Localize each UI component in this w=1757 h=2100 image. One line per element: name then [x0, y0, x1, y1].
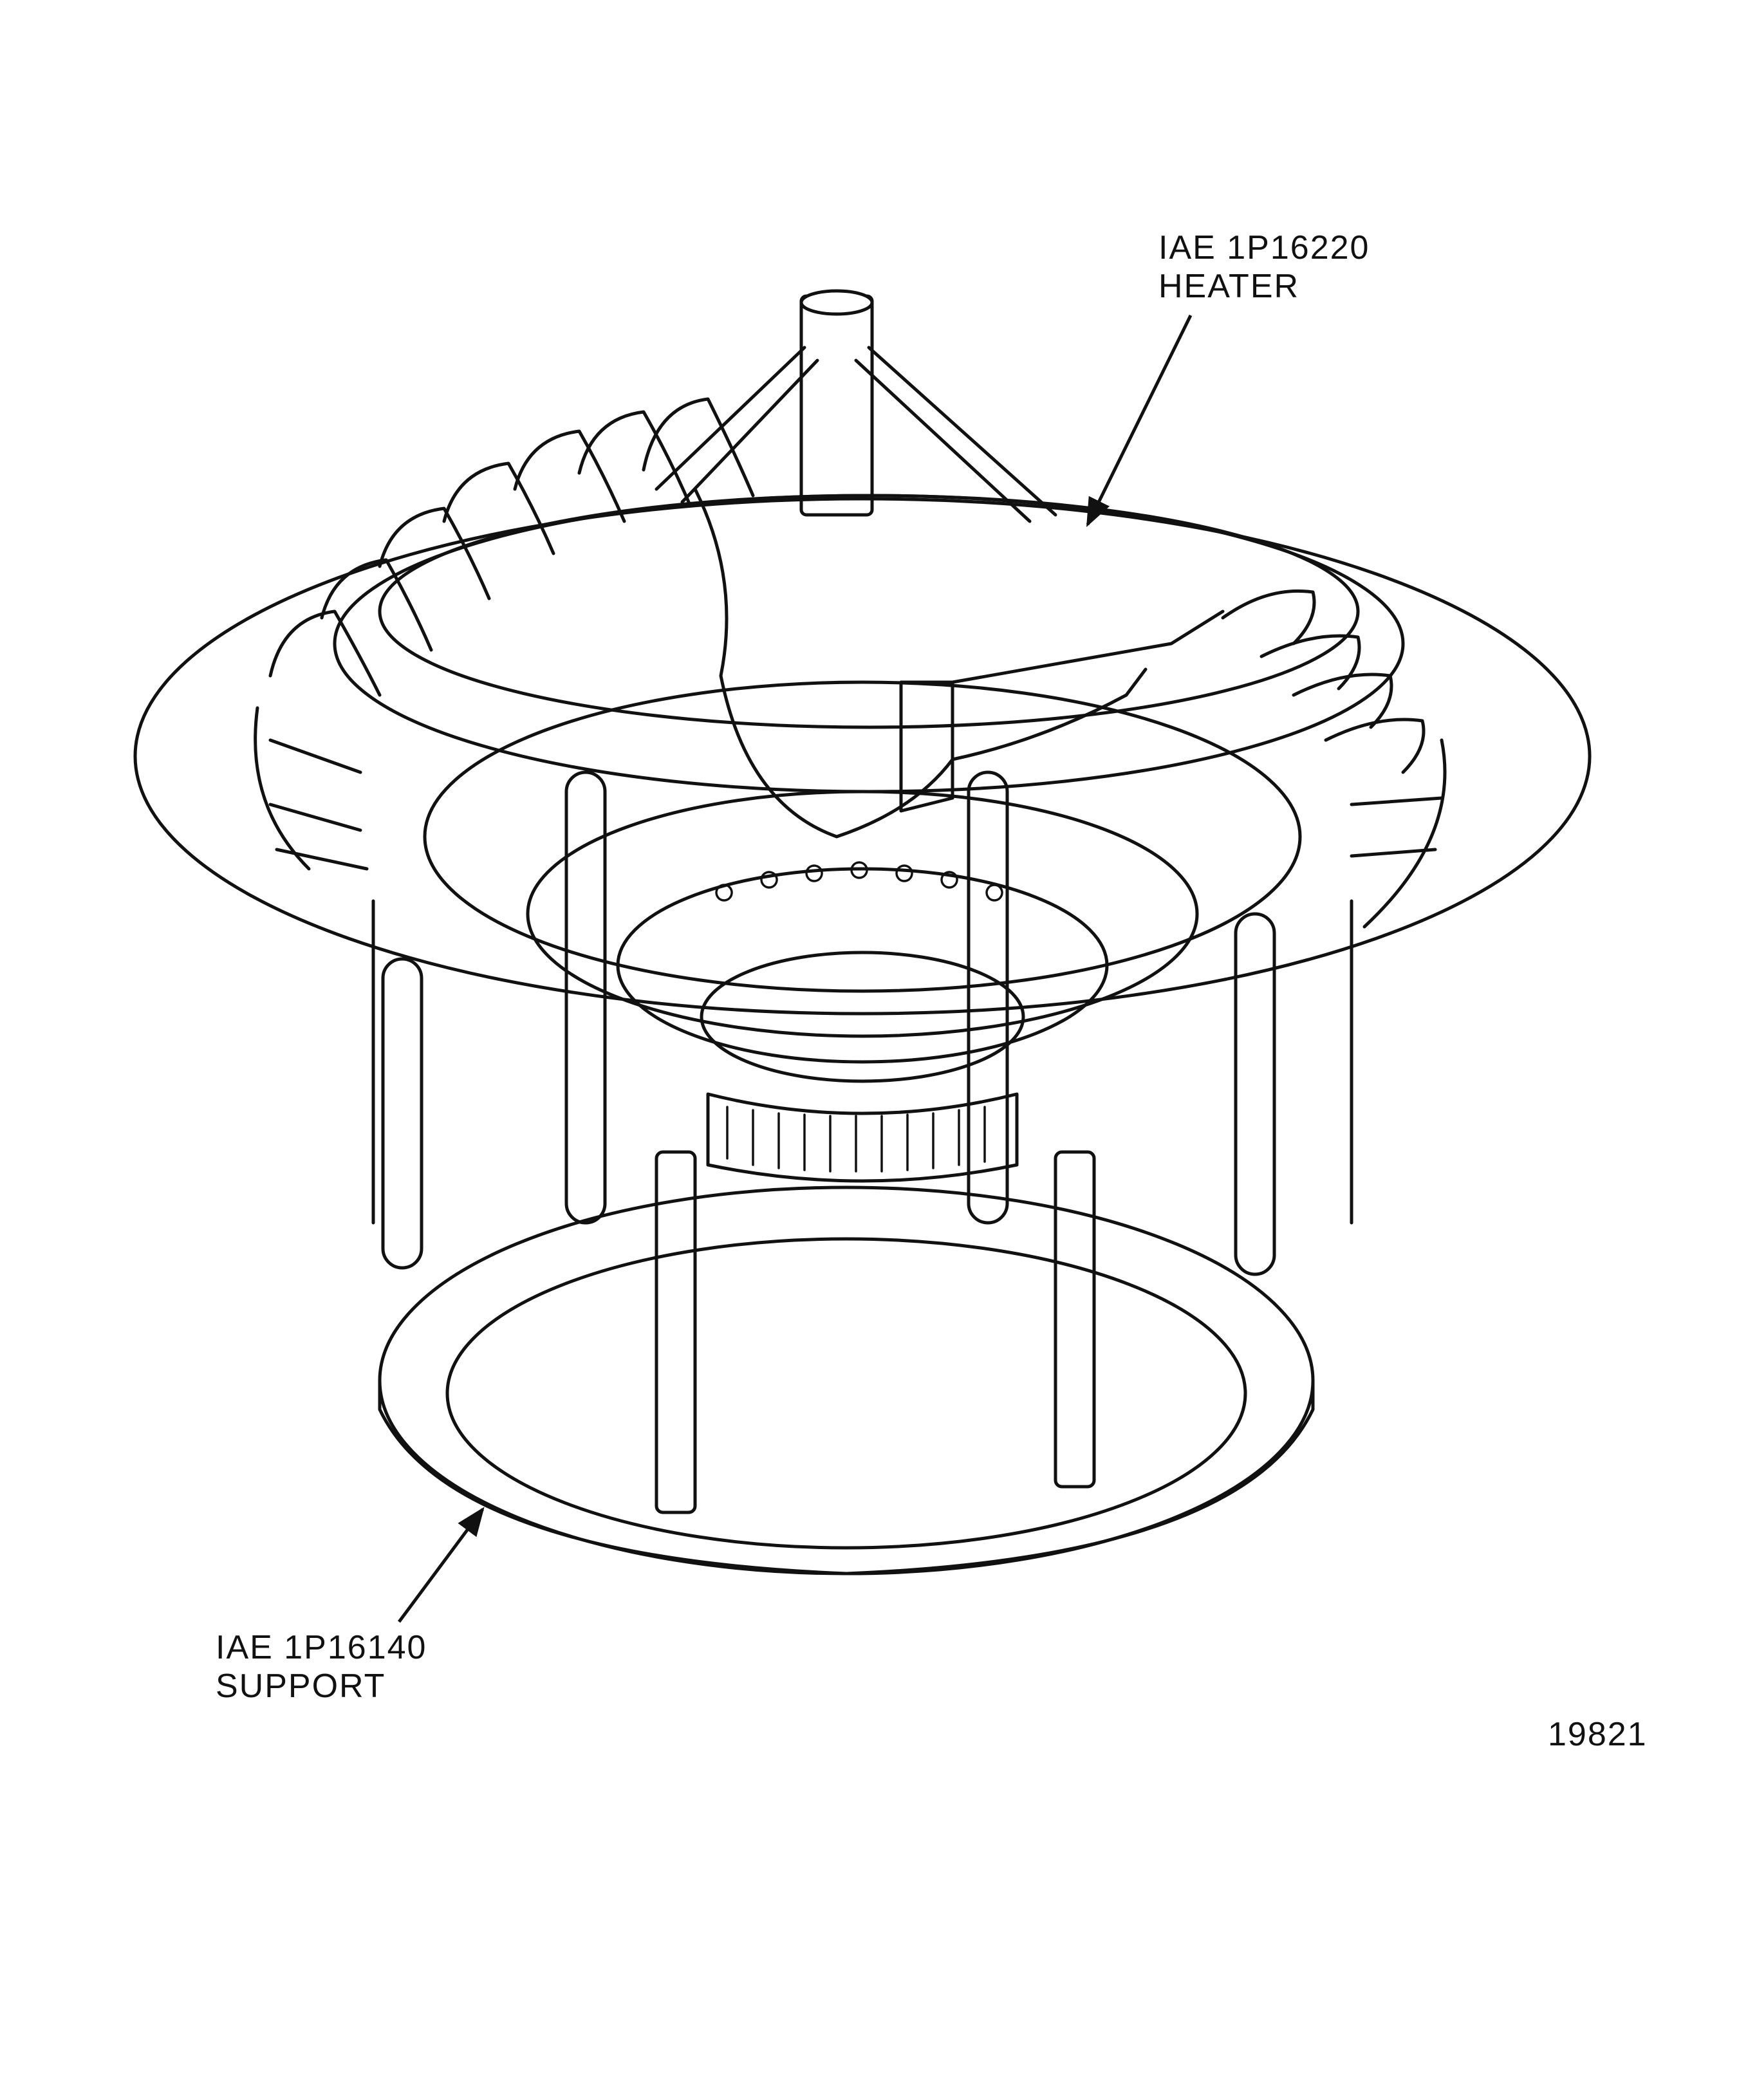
- heater-part-number: IAE 1P16220: [1158, 229, 1370, 266]
- support-leader-arrow: [397, 1507, 485, 1623]
- support-callout: IAE 1P16140 SUPPORT: [216, 1628, 427, 1705]
- heater-frame: [655, 289, 1057, 523]
- support-name: SUPPORT: [216, 1668, 386, 1705]
- support-stand: [378, 770, 1315, 1575]
- heater-name: HEATER: [1158, 268, 1300, 305]
- support-part-number: IAE 1P16140: [216, 1629, 427, 1666]
- figure-number: 19821: [1548, 1716, 1648, 1753]
- heater-element: [693, 487, 1225, 839]
- heater-leader-arrow: [1086, 314, 1193, 528]
- engine-module: [133, 494, 1592, 1225]
- fan-blades: [254, 397, 1447, 929]
- heater-callout: IAE 1P16220 HEATER: [1158, 228, 1370, 306]
